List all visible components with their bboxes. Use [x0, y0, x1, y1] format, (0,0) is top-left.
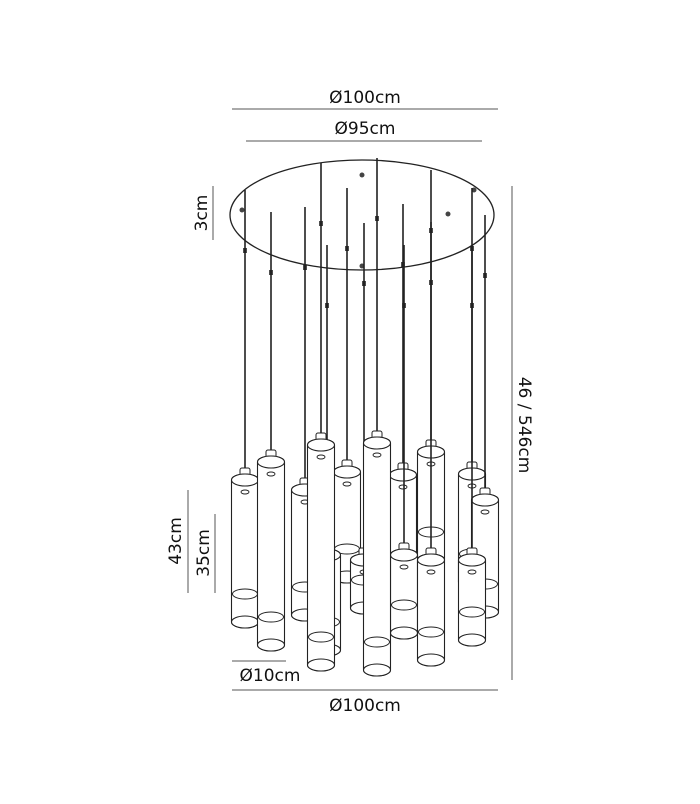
pendant-shade-top: [332, 465, 362, 479]
pendant-cable-grip: [325, 303, 329, 308]
pendant-holder: [240, 489, 250, 495]
pendant-cable-grip: [470, 303, 474, 308]
pendant-shade-top: [362, 436, 392, 450]
pendant-cable-grip: [483, 273, 487, 278]
shade-glass-height-label: 35cm: [194, 529, 214, 577]
pendant-shade-bottom: [256, 638, 286, 652]
pendant-cable-grip: [243, 248, 247, 253]
pendant-shade-top: [306, 438, 336, 452]
pendant: [457, 245, 487, 647]
pendant-shade-top: [389, 548, 419, 562]
pendant: [306, 163, 336, 672]
pendant-cable-grip: [375, 216, 379, 221]
pendant-shade-top: [230, 473, 260, 487]
pendant: [256, 212, 286, 652]
pendant-shade-bottom: [389, 626, 419, 640]
top-outer-diameter-label: Ø100cm: [329, 88, 401, 108]
pendant: [230, 190, 260, 629]
pendant-group: [230, 158, 500, 677]
pendant-shade-bottom: [457, 633, 487, 647]
pendant-shade: [362, 436, 392, 677]
pendant-cable-grip: [269, 270, 273, 275]
pendant-cable-grip: [401, 262, 405, 267]
canopy-height-label: 3cm: [192, 195, 212, 232]
pendant-cable-grip: [303, 265, 307, 270]
pendant-holder: [316, 454, 326, 460]
pendant-glass-ring: [364, 636, 390, 648]
pendant-holder: [372, 452, 382, 458]
pendant-shade-bottom: [230, 615, 260, 629]
pendant-glass-ring: [459, 606, 485, 618]
pendant-shade-top: [457, 553, 487, 567]
pendant: [362, 158, 392, 677]
pendant-shade: [416, 553, 446, 667]
overall-drop-label: 46 / 546cm: [514, 377, 534, 474]
pendant-holder: [426, 569, 436, 575]
pendant-shade-top: [256, 455, 286, 469]
pendant-shade-top: [470, 493, 500, 507]
pendant-cable-grip: [429, 280, 433, 285]
pendant-shade-bottom: [306, 658, 336, 672]
pendant-holder: [467, 569, 477, 575]
pendant-cable-grip: [362, 281, 366, 286]
pendant-cable-grip: [345, 246, 349, 251]
pendant-cable-grip: [402, 303, 406, 308]
pendant-holder: [342, 481, 352, 487]
pendant-holder: [399, 564, 409, 570]
pendant-shade: [389, 548, 419, 640]
pendant: [416, 222, 446, 667]
canopy-plate: [229, 159, 495, 271]
bottom-outer-diameter-label: Ø100cm: [329, 696, 401, 716]
pendant-shade-bottom: [416, 653, 446, 667]
pendant: [389, 245, 419, 640]
shade-diameter-label: Ø10cm: [240, 666, 301, 686]
canopy-diameter-label: Ø95cm: [335, 119, 396, 139]
shade-total-height-label: 43cm: [166, 517, 186, 565]
pendant-shade-top: [416, 553, 446, 567]
pendant-glass-ring: [258, 611, 284, 623]
pendant-holder: [480, 509, 490, 515]
pendant-shade: [306, 438, 336, 672]
pendant-glass-ring: [391, 599, 417, 611]
pendant-glass-ring: [308, 631, 334, 643]
pendant-holder: [398, 484, 408, 490]
pendant-shade: [457, 553, 487, 647]
pendant-shade-bottom: [362, 663, 392, 677]
pendant-cable-grip: [319, 221, 323, 226]
pendant-glass-ring: [418, 626, 444, 638]
pendant-holder: [266, 471, 276, 477]
pendant-shade: [230, 473, 260, 629]
pendant-shade-top: [388, 468, 418, 482]
